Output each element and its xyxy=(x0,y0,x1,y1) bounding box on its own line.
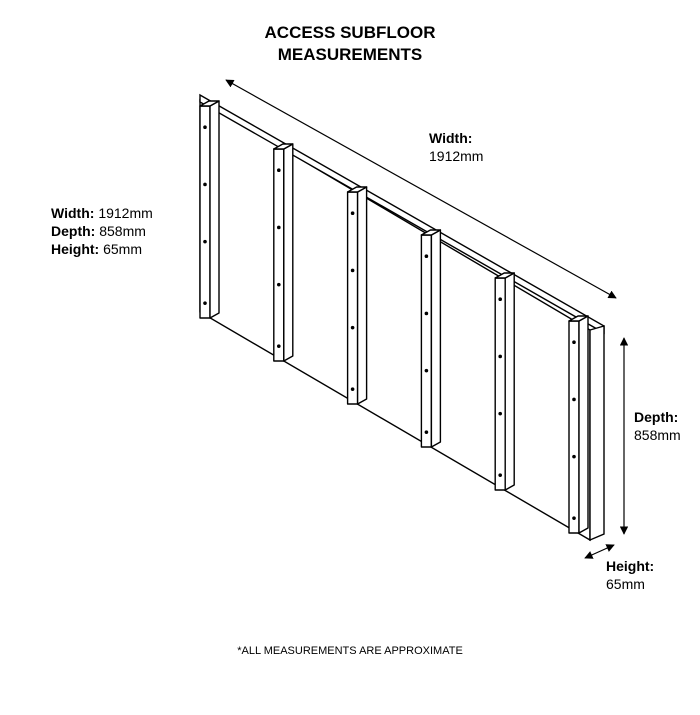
screw-hole xyxy=(277,168,281,172)
spec-height: Height: 65mm xyxy=(51,241,143,257)
approximate-footnote: *ALL MEASUREMENTS ARE APPROXIMATE xyxy=(237,645,463,657)
screw-hole xyxy=(424,430,429,434)
diagram-title: ACCESS SUBFLOOR MEASUREMENTS xyxy=(0,22,700,66)
spec-summary: Width: 1912mm Depth: 858mm Height: 65mm xyxy=(51,204,153,258)
width-dimension-arrow xyxy=(225,79,617,299)
screw-hole xyxy=(203,182,207,187)
screw-hole xyxy=(350,387,355,391)
screw-hole xyxy=(277,225,281,230)
screw-hole xyxy=(498,473,503,477)
screw-hole xyxy=(203,239,207,244)
screw-hole xyxy=(350,325,355,330)
joist-batten xyxy=(199,100,220,319)
panel-face xyxy=(199,98,591,542)
screw-hole xyxy=(424,311,429,316)
screw-hole xyxy=(277,344,281,348)
joist-batten xyxy=(568,315,589,534)
screw-hole xyxy=(203,125,207,129)
panel-right-edge xyxy=(589,325,605,542)
screw-hole xyxy=(498,297,503,302)
screw-hole xyxy=(572,397,576,402)
screw-hole xyxy=(498,354,503,359)
title-line-2: MEASUREMENTS xyxy=(277,45,423,64)
screw-hole xyxy=(572,516,576,520)
spec-width: Width: 1912mm xyxy=(51,205,153,221)
title-line-1: ACCESS SUBFLOOR xyxy=(264,23,436,42)
joist-batten xyxy=(420,229,442,448)
depth-label: Depth: 858mm xyxy=(634,409,681,443)
screw-hole xyxy=(424,368,429,373)
joist-batten xyxy=(273,143,294,362)
screw-hole xyxy=(350,268,355,273)
spec-depth: Depth: 858mm xyxy=(51,223,146,239)
joist-batten xyxy=(494,272,515,491)
screw-hole xyxy=(498,411,503,416)
height-dimension-arrow xyxy=(584,544,615,559)
height-label: Height: 65mm xyxy=(606,558,655,592)
screw-hole xyxy=(277,282,281,287)
screw-hole xyxy=(350,211,355,215)
joist-batten xyxy=(346,186,368,405)
screw-hole xyxy=(572,340,576,345)
width-label: Width: 1912mm xyxy=(429,130,484,164)
screw-hole xyxy=(203,301,207,305)
screw-hole xyxy=(424,254,429,258)
screw-hole xyxy=(572,454,576,459)
